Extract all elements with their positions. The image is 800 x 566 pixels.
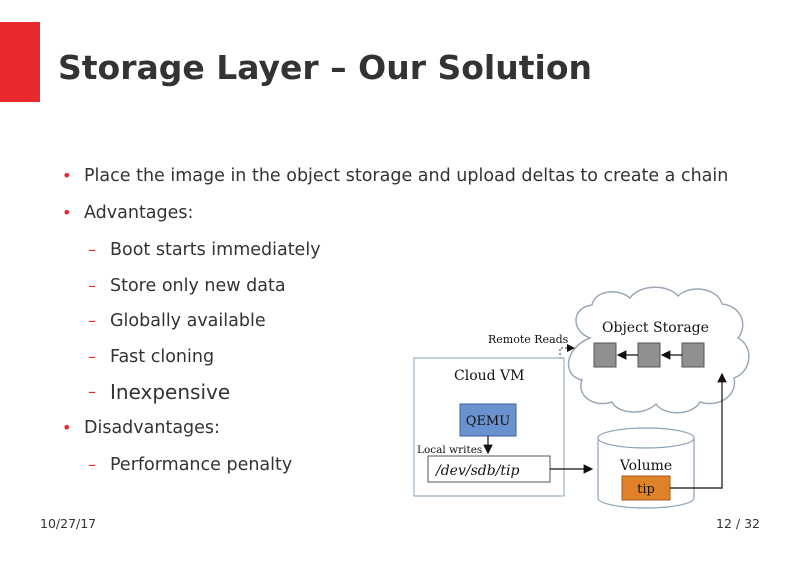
sub-bullet-item: –Boot starts immediately xyxy=(62,236,728,272)
storage-diagram: Object Storage Remote Reads Cloud VM QEM… xyxy=(413,286,750,509)
sub-bullet-text: Performance penalty xyxy=(110,454,293,475)
sub-bullet-marker: – xyxy=(88,275,96,295)
footer-date: 10/27/17 xyxy=(40,516,97,531)
sub-bullet-item: –Globally available xyxy=(62,307,728,343)
tip-upload-arrow xyxy=(670,372,727,489)
tip-label: tip xyxy=(637,482,655,497)
bullet-text: Place the image in the object storage an… xyxy=(84,166,729,186)
sub-bullet-item: –Inexpensive xyxy=(62,378,728,414)
storage-block xyxy=(681,342,705,368)
local-writes-label: Local writes xyxy=(417,444,482,456)
device-path-label: /dev/sdb/tip xyxy=(434,463,520,479)
sub-bullet-marker: – xyxy=(88,240,96,259)
qemu-box xyxy=(459,403,517,437)
slide-title: Storage Layer – Our Solution xyxy=(58,48,592,87)
sub-bullet-marker: – xyxy=(88,311,96,330)
sub-bullet-text: Inexpensive xyxy=(110,380,231,404)
object-storage-label: Object Storage xyxy=(602,320,709,336)
volume-label: Volume xyxy=(619,458,672,474)
sub-bullet-marker: – xyxy=(88,346,96,366)
page-number: 12 / 32 xyxy=(716,516,760,531)
sub-bullet-text: Globally available xyxy=(110,311,266,331)
bullet-list: • Place the image in the object storage a… xyxy=(62,162,728,486)
bullet-text: Advantages: xyxy=(84,203,194,223)
storage-block xyxy=(593,342,617,368)
sub-bullet-item: –Fast cloning xyxy=(62,343,728,379)
accent-bar xyxy=(0,22,40,102)
bullet-marker: • xyxy=(62,417,72,437)
storage-block xyxy=(637,342,661,368)
bullet-marker: • xyxy=(62,203,72,222)
bullet-item: • Place the image in the object storage a… xyxy=(62,162,728,199)
sub-bullet-marker: – xyxy=(88,382,96,401)
cloud-vm-label: Cloud VM xyxy=(454,368,525,384)
sub-bullet-text: Store only new data xyxy=(110,275,286,296)
sub-bullet-item: –Store only new data xyxy=(62,272,728,308)
bullet-item: • Advantages: xyxy=(62,199,728,236)
bullet-marker: • xyxy=(62,166,72,185)
sub-bullet-text: Boot starts immediately xyxy=(110,240,321,260)
bullet-text: Disadvantages: xyxy=(84,417,220,438)
sub-bullet-marker: – xyxy=(88,454,96,474)
bullet-item: • Disadvantages: xyxy=(62,414,728,451)
remote-reads-label: Remote Reads xyxy=(488,333,569,346)
qemu-label: QEMU xyxy=(466,414,510,429)
sub-bullet-item: –Performance penalty xyxy=(62,451,728,487)
sub-bullet-text: Fast cloning xyxy=(110,346,215,367)
tip-box xyxy=(621,475,671,501)
